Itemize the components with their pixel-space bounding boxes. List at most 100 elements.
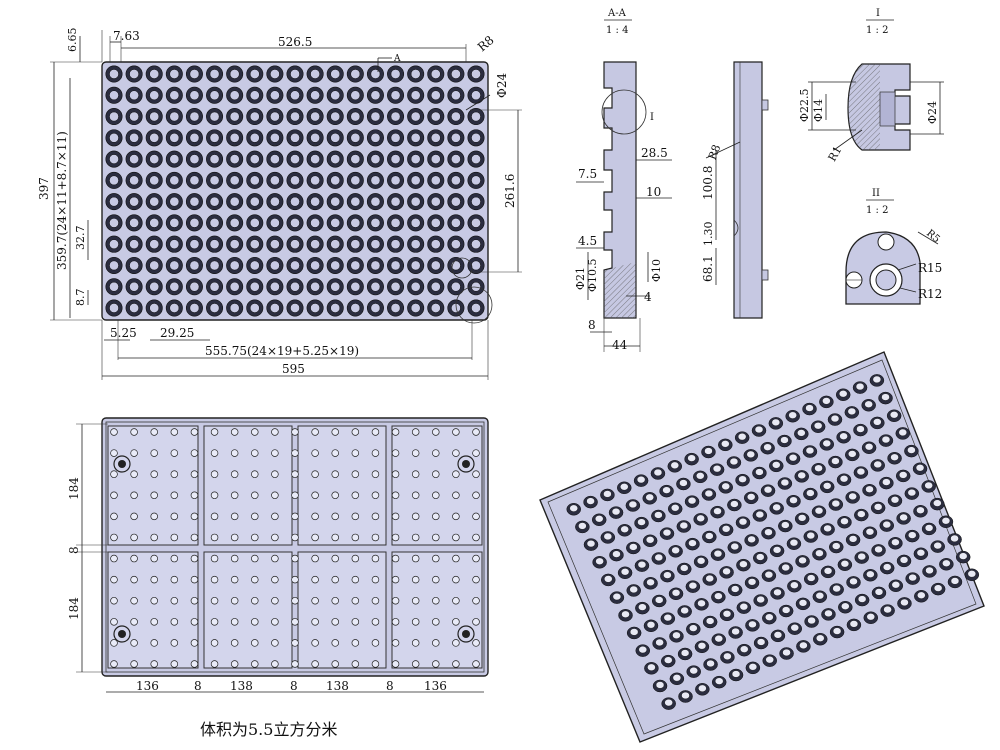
- pocket-inner: [189, 111, 200, 122]
- detail-ii-view: II 1 : 2 R5 R15 R12: [845, 188, 942, 305]
- bottom-hole: [110, 554, 118, 563]
- dim-phi10-5: Φ10.5: [586, 258, 599, 292]
- iso-pocket-inner: [629, 585, 638, 594]
- iso-pocket-inner: [611, 508, 621, 516]
- bottom-hole: [351, 554, 360, 563]
- bottom-hole: [210, 512, 219, 521]
- pocket-inner: [229, 239, 240, 250]
- pocket-inner: [169, 175, 180, 186]
- dim-overall-width: 595: [282, 362, 305, 376]
- dim-gap-v: 8.7: [74, 289, 87, 307]
- pocket-inner: [209, 154, 220, 164]
- bottom-hole: [472, 470, 480, 478]
- bottom-panel: [297, 425, 387, 546]
- bottom-hole: [130, 575, 138, 584]
- pocket-inner: [149, 132, 160, 143]
- dim-100-8: 100.8: [701, 166, 715, 200]
- pocket-inner: [390, 260, 401, 271]
- iso-pocket-inner: [958, 552, 968, 560]
- pocket-inner: [209, 196, 220, 207]
- bottom-hole: [251, 449, 259, 457]
- iso-pocket-inner: [797, 471, 806, 479]
- dim-r12: R12: [918, 287, 942, 301]
- section-aa-dims: 28.5 7.5 10 4.5 Φ21 Φ10.5 Φ10 4 8 44: [574, 146, 672, 352]
- pocket-inner: [129, 175, 139, 186]
- iso-pocket-inner: [595, 557, 604, 565]
- detail-ii-scale: 1 : 2: [866, 205, 888, 216]
- iso-pocket-inner: [671, 504, 680, 512]
- pocket-inner: [330, 196, 341, 207]
- pocket-inner: [169, 196, 180, 207]
- pocket-inner: [129, 260, 139, 271]
- dim-44: 44: [612, 338, 628, 352]
- iso-pocket-inner: [864, 443, 874, 451]
- bottom-hole: [432, 491, 440, 500]
- bottom-hole: [251, 470, 259, 478]
- detail-ii-title: II: [872, 188, 880, 199]
- pocket-inner: [390, 69, 401, 79]
- dim-overall-height: 397: [37, 177, 51, 200]
- pocket-inner: [350, 69, 361, 79]
- bottom-hole: [170, 618, 179, 626]
- bottom-hole: [110, 660, 118, 668]
- pocket-inner: [330, 175, 341, 186]
- iso-pocket-inner: [781, 521, 790, 529]
- iso-pocket-inner: [687, 454, 696, 462]
- pocket-inner: [471, 196, 481, 207]
- iso-pocket-inner: [704, 447, 713, 455]
- iso-pocket-inner: [738, 475, 747, 483]
- dim-8-mid: 8: [67, 546, 81, 554]
- pocket-inner: [129, 303, 139, 313]
- iso-pocket-inner: [856, 425, 865, 433]
- pocket-inner: [169, 218, 180, 228]
- iso-pocket-inner: [924, 524, 934, 532]
- pocket-inner: [310, 281, 320, 292]
- bottom-hole: [251, 639, 259, 647]
- bottom-hole: [230, 618, 239, 626]
- pocket-inner: [350, 196, 361, 207]
- iso-pocket-inner: [754, 425, 764, 434]
- iso-pocket-inner: [688, 539, 697, 547]
- pocket-inner: [390, 175, 401, 186]
- pocket-inner: [471, 154, 481, 164]
- bottom-hole: [150, 575, 158, 584]
- bottom-hole: [150, 618, 158, 626]
- iso-pocket-inner: [714, 592, 723, 600]
- iso-pocket-inner: [881, 435, 891, 444]
- iso-pocket-inner: [866, 570, 875, 578]
- section-aa-title: A-A: [607, 8, 627, 19]
- pocket-inner: [330, 218, 341, 228]
- pocket-inner: [189, 281, 200, 292]
- bottom-hole: [432, 428, 440, 436]
- iso-pocket-inner: [672, 631, 681, 639]
- bottom-hole: [150, 660, 158, 668]
- pocket-inner: [109, 218, 119, 228]
- dim-28-5: 28.5: [641, 146, 668, 160]
- pocket-inner: [129, 69, 139, 79]
- dim-8-b: 8: [290, 679, 298, 693]
- bottom-hole: [170, 491, 179, 500]
- dim-inner-width: 526.5: [278, 35, 312, 49]
- pocket-inner: [169, 132, 180, 143]
- bottom-hole: [170, 533, 179, 542]
- bottom-hole: [432, 596, 440, 605]
- iso-pocket-inner: [646, 621, 656, 629]
- iso-pocket-inner: [790, 581, 799, 589]
- bottom-hole: [351, 618, 360, 626]
- pocket-inner: [410, 239, 421, 250]
- iso-pocket-inner: [814, 507, 824, 515]
- iso-pocket-inner: [654, 553, 663, 562]
- pocket-inner: [109, 69, 119, 79]
- iso-pocket-inner: [713, 507, 722, 515]
- bottom-hole: [391, 639, 400, 647]
- bottom-hole: [150, 491, 158, 500]
- side-view-dims: R8 100.8 1.30 68.1: [701, 141, 741, 285]
- dim-pitch-total: 555.75(24×19+5.25×19): [205, 344, 359, 358]
- bottom-hole: [411, 618, 420, 626]
- bottom-hole: [251, 660, 259, 668]
- iso-pocket-inner: [873, 418, 882, 426]
- pocket-inner: [290, 218, 300, 228]
- pocket-inner: [350, 132, 361, 143]
- iso-pocket-inner: [882, 563, 892, 571]
- bottom-hole: [472, 428, 480, 436]
